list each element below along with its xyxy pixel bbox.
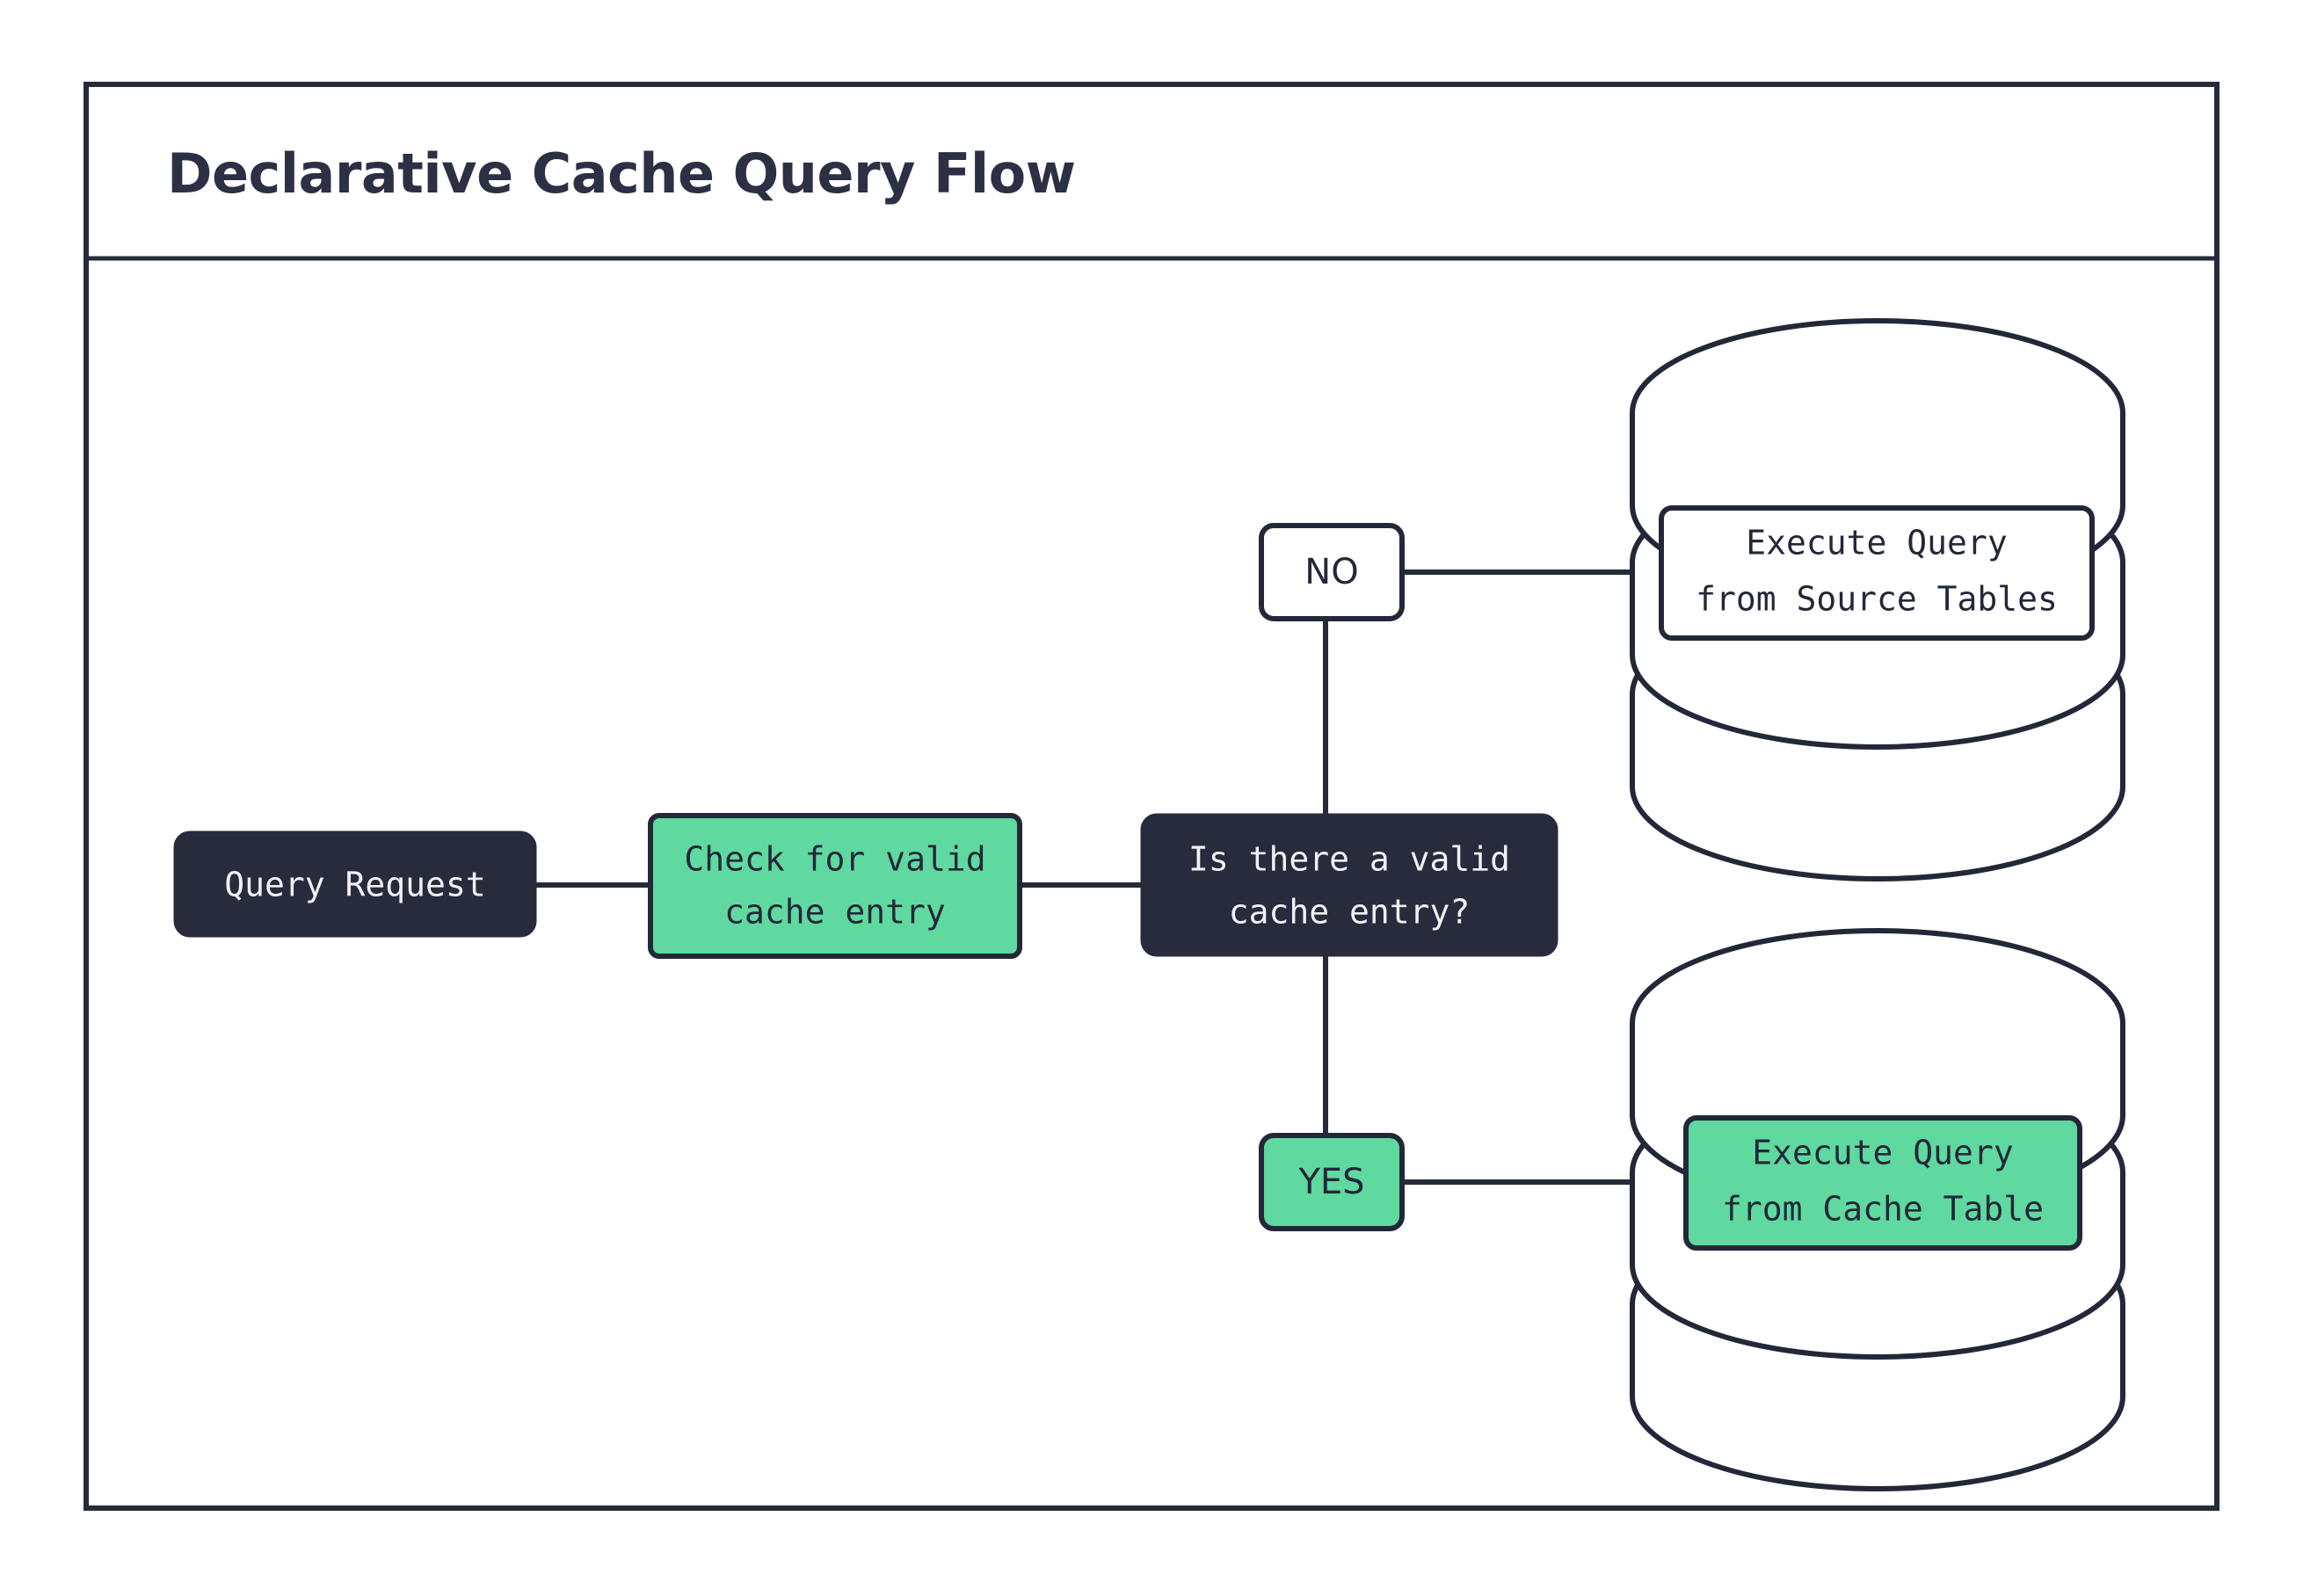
no-label-box[interactable]: [1259, 523, 1405, 621]
check-cache-box[interactable]: [648, 813, 1022, 959]
node-decision[interactable]: Is there a valid cache entry?: [1140, 813, 1558, 957]
check-cache-label-line-1: Check for valid: [684, 840, 985, 879]
yes-label-text: YES: [1297, 1162, 1364, 1202]
no-label-text: NO: [1304, 552, 1358, 592]
yes-label-box[interactable]: [1259, 1133, 1405, 1231]
node-check-cache[interactable]: Check for valid cache entry: [648, 813, 1022, 959]
decision-box[interactable]: [1140, 813, 1558, 957]
source-db-label-line-1: Execute Query: [1746, 524, 2007, 562]
database-cylinder-source[interactable]: Execute Query from Source Tables: [1630, 318, 2125, 881]
source-db-label-line-2: from Source Tables: [1696, 580, 2058, 619]
cache-db-label-plate[interactable]: [1683, 1115, 2082, 1251]
query-request-box[interactable]: [173, 831, 537, 938]
query-request-label: Query Request: [224, 866, 485, 904]
decision-label-line-2: cache entry?: [1229, 893, 1471, 932]
node-query-request[interactable]: Query Request: [173, 831, 537, 938]
cache-db-label-line-1: Execute Query: [1752, 1134, 2013, 1172]
decision-label-line-1: Is there a valid: [1188, 840, 1510, 879]
source-db-label-plate[interactable]: [1659, 505, 2095, 641]
edge-label-no[interactable]: NO: [1259, 523, 1405, 621]
cache-db-label-line-2: from Cache Table: [1722, 1190, 2044, 1229]
page-title: Declarative Cache Query Flow: [167, 141, 1076, 206]
check-cache-label-line-2: cache entry: [724, 893, 946, 932]
database-cylinder-cache[interactable]: Execute Query from Cache Table: [1630, 928, 2125, 1491]
edge-label-yes[interactable]: YES: [1259, 1133, 1405, 1231]
